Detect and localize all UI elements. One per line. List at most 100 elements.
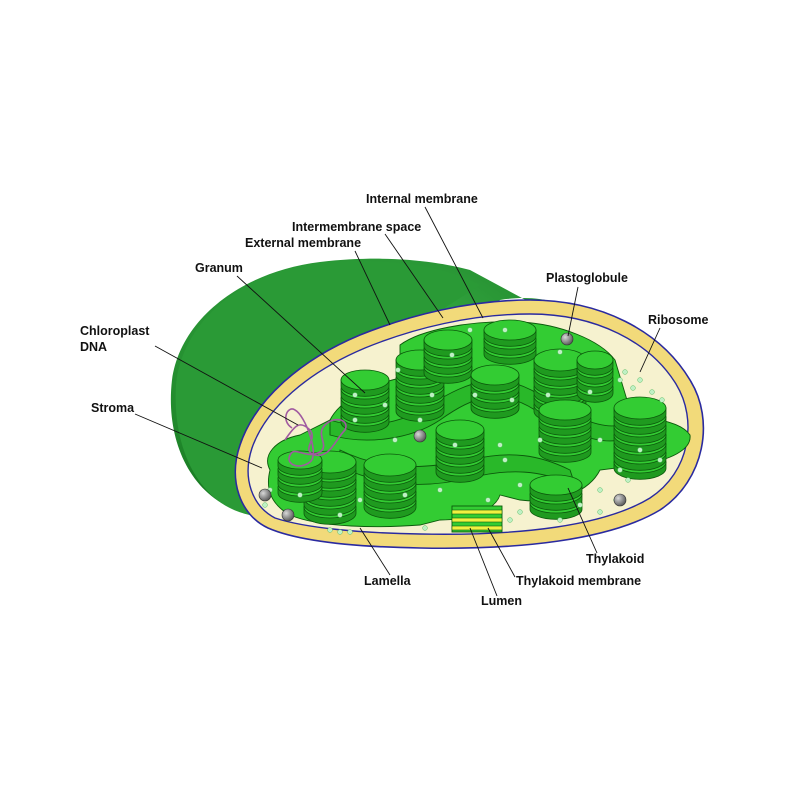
granum-stack <box>483 319 537 365</box>
label-thylakoid: Thylakoid <box>586 552 644 566</box>
ribosome-dot <box>557 517 563 523</box>
ribosome-dot <box>452 442 458 448</box>
leader-granum <box>236 275 366 394</box>
ribosome-dot <box>545 392 551 398</box>
granum-stack <box>613 396 667 480</box>
ribosome-dot <box>382 402 388 408</box>
ribosome-dot <box>422 525 428 531</box>
ribosome-dot <box>472 392 478 398</box>
plastoglobules-group <box>258 332 627 522</box>
label-intermembrane-space: Intermembrane space <box>292 220 421 234</box>
leader-chloroplast-dna <box>154 345 299 426</box>
ribosome-dot <box>637 377 643 383</box>
leader-ribosome <box>639 327 661 373</box>
label-lamella: Lamella <box>364 574 412 588</box>
thylakoid-disc <box>529 474 583 496</box>
ribosome-dot <box>517 482 523 488</box>
ribosome-dot <box>337 512 343 518</box>
ribosome-dot <box>625 477 631 483</box>
ribosome-dot <box>417 417 423 423</box>
label-plastoglobule: Plastoglobule <box>546 271 628 285</box>
ribosome-dot <box>649 389 655 395</box>
ribosome-dot <box>517 509 523 515</box>
ribosome-dot <box>597 509 603 515</box>
granum-stack <box>529 474 583 520</box>
ribosome-dot <box>347 529 353 535</box>
thylakoid-disc <box>470 364 520 386</box>
thylakoid-disc <box>613 396 667 420</box>
ribosome-dot <box>402 492 408 498</box>
thylakoid-disc <box>435 419 485 441</box>
ribosome-dot <box>659 397 665 403</box>
granum-stack <box>423 329 473 384</box>
labels: Internal membrane Intermembrane space Ex… <box>80 192 708 608</box>
ribosome-dot <box>337 529 343 535</box>
ribosome-dot <box>449 352 455 358</box>
label-stroma: Stroma <box>91 401 135 415</box>
leader-thylakoid <box>567 487 598 554</box>
plastoglobule-sphere <box>258 488 272 502</box>
ribosomes-group <box>262 327 665 535</box>
ribosome-dot <box>587 389 593 395</box>
lumen-stack <box>451 505 503 533</box>
thylakoid-disc <box>363 453 417 477</box>
thylakoid-disc <box>340 369 390 391</box>
leader-external-membrane <box>354 250 391 326</box>
thylakoid-disc <box>423 329 473 351</box>
ribosome-dot <box>597 487 603 493</box>
ribosome-dot <box>502 327 508 333</box>
ribosome-dot <box>262 502 268 508</box>
thylakoid-disc <box>576 350 614 370</box>
ribosome-dot <box>622 369 628 375</box>
ribosome-dot <box>637 447 643 453</box>
ribosome-dot <box>617 467 623 473</box>
granum-stack <box>340 369 390 433</box>
label-external-membrane: External membrane <box>245 236 361 250</box>
thylakoid-disc <box>538 399 592 421</box>
granum-stack <box>363 453 417 519</box>
plastoglobule-sphere <box>613 493 627 507</box>
ribosome-dot <box>485 497 491 503</box>
ribosome-dot <box>507 517 513 523</box>
label-ribosome: Ribosome <box>648 313 708 327</box>
leader-intermembrane-space <box>384 233 444 319</box>
ribosome-dot <box>429 392 435 398</box>
ribosome-dot <box>327 527 333 533</box>
ribosome-dot <box>657 457 663 463</box>
label-chloroplast-dna-line1: Chloroplast <box>80 324 150 338</box>
plastoglobule-sphere <box>560 332 574 346</box>
leader-lamella <box>359 527 391 576</box>
plastoglobule-sphere <box>281 508 295 522</box>
ribosome-dot <box>509 397 515 403</box>
granum-stack <box>538 399 592 463</box>
leader-plastoglobule <box>567 286 579 337</box>
ribosome-dot <box>577 502 583 508</box>
ribosome-dot <box>467 327 473 333</box>
ribosome-dot <box>557 349 563 355</box>
granum-stack <box>576 350 614 403</box>
ribosome-dot <box>537 437 543 443</box>
leader-thylakoid-membrane <box>487 527 516 578</box>
ribosome-dot <box>630 385 636 391</box>
ribosome-dot <box>437 487 443 493</box>
label-lumen: Lumen <box>481 594 522 608</box>
ribosome-dot <box>497 442 503 448</box>
leader-internal-membrane <box>424 206 484 319</box>
ribosome-dot <box>352 392 358 398</box>
ribosome-dot <box>357 497 363 503</box>
ribosome-dot <box>597 437 603 443</box>
plastoglobule-sphere <box>413 429 427 443</box>
label-granum: Granum <box>195 261 243 275</box>
leader-lumen <box>469 527 498 597</box>
leader-stroma <box>134 413 263 469</box>
ribosome-dot <box>502 457 508 463</box>
granum-stack <box>435 419 485 483</box>
leader-lines <box>134 206 661 597</box>
ribosome-dot <box>352 417 358 423</box>
ribosome-dot <box>297 492 303 498</box>
ribosome-dot <box>392 437 398 443</box>
label-chloroplast-dna-line2: DNA <box>80 340 107 354</box>
ribosome-dot <box>395 367 401 373</box>
ribosome-dot <box>617 377 623 383</box>
